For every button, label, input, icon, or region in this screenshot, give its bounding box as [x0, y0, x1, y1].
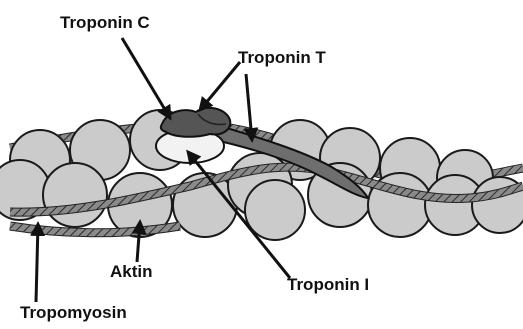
actin-monomer [43, 163, 107, 227]
arrow-troponin-c [122, 38, 170, 118]
label-troponin-t: Troponin T [238, 48, 326, 68]
label-tropomyosin: Tropomyosin [20, 303, 127, 323]
actin-monomer [245, 180, 305, 240]
arrow-tropomyosin [36, 224, 38, 302]
actin-monomers [0, 110, 523, 240]
label-troponin-i: Troponin I [287, 275, 369, 295]
label-troponin-c: Troponin C [60, 13, 150, 33]
label-aktin: Aktin [110, 262, 153, 282]
arrow-troponin-t-head [200, 62, 240, 110]
